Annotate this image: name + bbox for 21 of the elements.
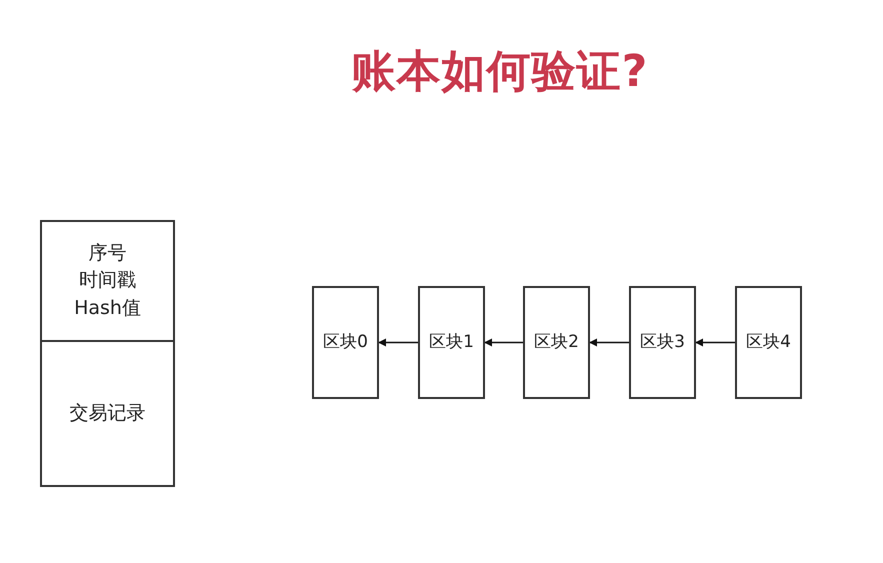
arrow [695, 338, 735, 346]
arrow [589, 338, 629, 346]
node-text: 区块0 [323, 331, 368, 354]
node-text: 序号 [88, 240, 126, 266]
node-text: 区块1 [429, 331, 474, 354]
table-cell [40, 340, 175, 487]
block-box [735, 286, 802, 399]
node-text: 区块3 [640, 331, 685, 354]
arrow [378, 338, 418, 346]
block-box [629, 286, 696, 399]
block-box [418, 286, 485, 399]
node-text: 区块4 [746, 331, 791, 354]
block-box [312, 286, 379, 399]
node-text: 时间戳 [79, 268, 136, 294]
block-box [523, 286, 590, 399]
node-text: Hash值 [74, 296, 141, 321]
table-cell [40, 220, 175, 342]
node-text: 交易记录 [70, 400, 146, 426]
title: 账本如何验证? [350, 45, 650, 99]
arrow [484, 338, 523, 346]
node-text: 区块2 [534, 331, 579, 354]
